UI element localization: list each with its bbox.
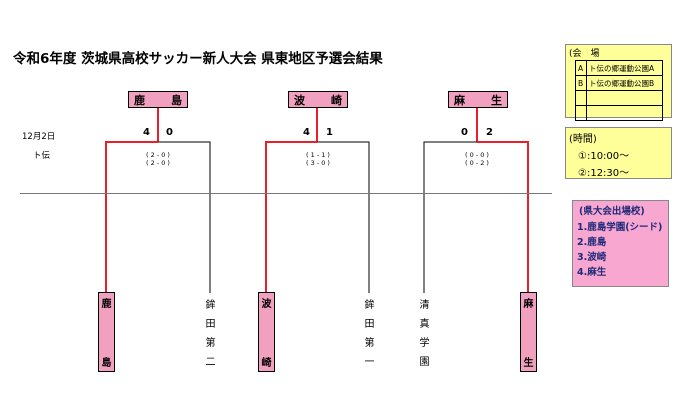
team-char: 一 [364,357,375,368]
team-char: 鉾 [205,300,216,311]
time-item: ②:12:30～ [578,168,630,179]
time-box: (時間) ①:10:00～ ②:12:30～ [565,127,672,179]
half-score: ( 2 - 0 ) [146,159,170,167]
team-aso: 麻 生 [520,292,537,372]
bracket-line [158,141,211,293]
half-score: ( 0 - 2 ) [465,159,489,167]
score-left-3: 0 [461,127,468,138]
team-hokota-daiichi: 鉾 田 第 一 [361,292,378,372]
qualified-heading: (県大会出場校) [579,206,645,217]
team-hasaki: 波 崎 [258,292,275,372]
bracket-line [105,141,158,293]
bracket-line [317,141,370,293]
winner-char: 崎 [331,93,342,107]
match-date: 12月2日 [22,132,56,142]
team-char: 田 [205,319,216,330]
half-score: ( 2 - 0 ) [146,151,170,159]
winner-char: 波 [294,93,305,107]
half-score: ( 1 - 1 ) [306,151,330,159]
venue-row [575,105,663,121]
winner-box-1: 鹿 島 [128,91,188,108]
team-char: 田 [364,319,375,330]
match-place: ト伝 [33,151,51,161]
team-char: 島 [101,358,112,369]
score-right-3: 2 [486,127,493,138]
score-left-1: 4 [143,127,150,138]
time-heading: (時間) [569,134,597,145]
winner-char: 麻 [454,93,465,107]
half-scores-3: ( 0 - 0 ) ( 0 - 2 ) [455,151,499,167]
bracket-line [423,141,477,293]
team-seishin-gakuen: 清 真 学 園 [416,292,433,372]
score-left-2: 4 [303,127,310,138]
half-scores-2: ( 1 - 1 ) ( 3 - 0 ) [296,151,340,167]
venue-key [575,105,587,121]
qualified-item: 3.波崎 [577,252,607,263]
team-char: 麻 [523,299,534,310]
venue-name [586,105,663,121]
team-hokota-daini: 鉾 田 第 二 [202,292,219,372]
venue-row [575,90,663,106]
qualified-item: 1.鹿島学園(シード) [577,222,663,233]
winner-box-2: 波 崎 [288,91,348,108]
winner-char: 島 [171,93,182,107]
winner-box-3: 麻 生 [448,91,508,108]
venue-name: ト伝の郷運動公園A [586,60,663,76]
half-score: ( 0 - 0 ) [465,151,489,159]
score-right-2: 1 [326,127,333,138]
team-char: 学 [419,338,430,349]
venue-heading: (会 場 [569,49,600,59]
half-scores-1: ( 2 - 0 ) ( 2 - 0 ) [136,151,180,167]
qualified-box: (県大会出場校) 1.鹿島学園(シード) 2.鹿島 3.波崎 4.麻生 [572,200,669,287]
venue-name: ト伝の郷運動公園B [586,75,663,91]
winner-char: 鹿 [134,93,145,107]
half-score: ( 3 - 0 ) [306,159,330,167]
team-char: 生 [523,358,534,369]
team-char: 清 [419,300,430,311]
team-char: 第 [364,338,375,349]
team-kashima: 鹿 島 [98,292,115,372]
winner-char: 生 [491,93,502,107]
venue-key: A [575,60,587,76]
team-char: 園 [419,357,430,368]
qualified-item: 2.鹿島 [577,237,607,248]
qualified-item: 4.麻生 [577,267,607,278]
venue-name [586,90,663,106]
team-char: 真 [419,319,430,330]
team-char: 二 [205,357,216,368]
venue-key: B [575,75,587,91]
team-char: 第 [205,338,216,349]
team-char: 崎 [261,358,272,369]
venue-key [575,90,587,106]
score-right-1: 0 [166,127,173,138]
time-item: ①:10:00～ [578,151,630,162]
separator-line [20,193,552,194]
bracket-line [477,141,529,293]
page-title: 令和6年度 茨城県高校サッカー新人大会 県東地区予選会結果 [13,51,383,67]
team-char: 鹿 [101,299,112,310]
bracket-line [265,141,317,293]
team-char: 鉾 [364,300,375,311]
team-char: 波 [261,299,272,310]
